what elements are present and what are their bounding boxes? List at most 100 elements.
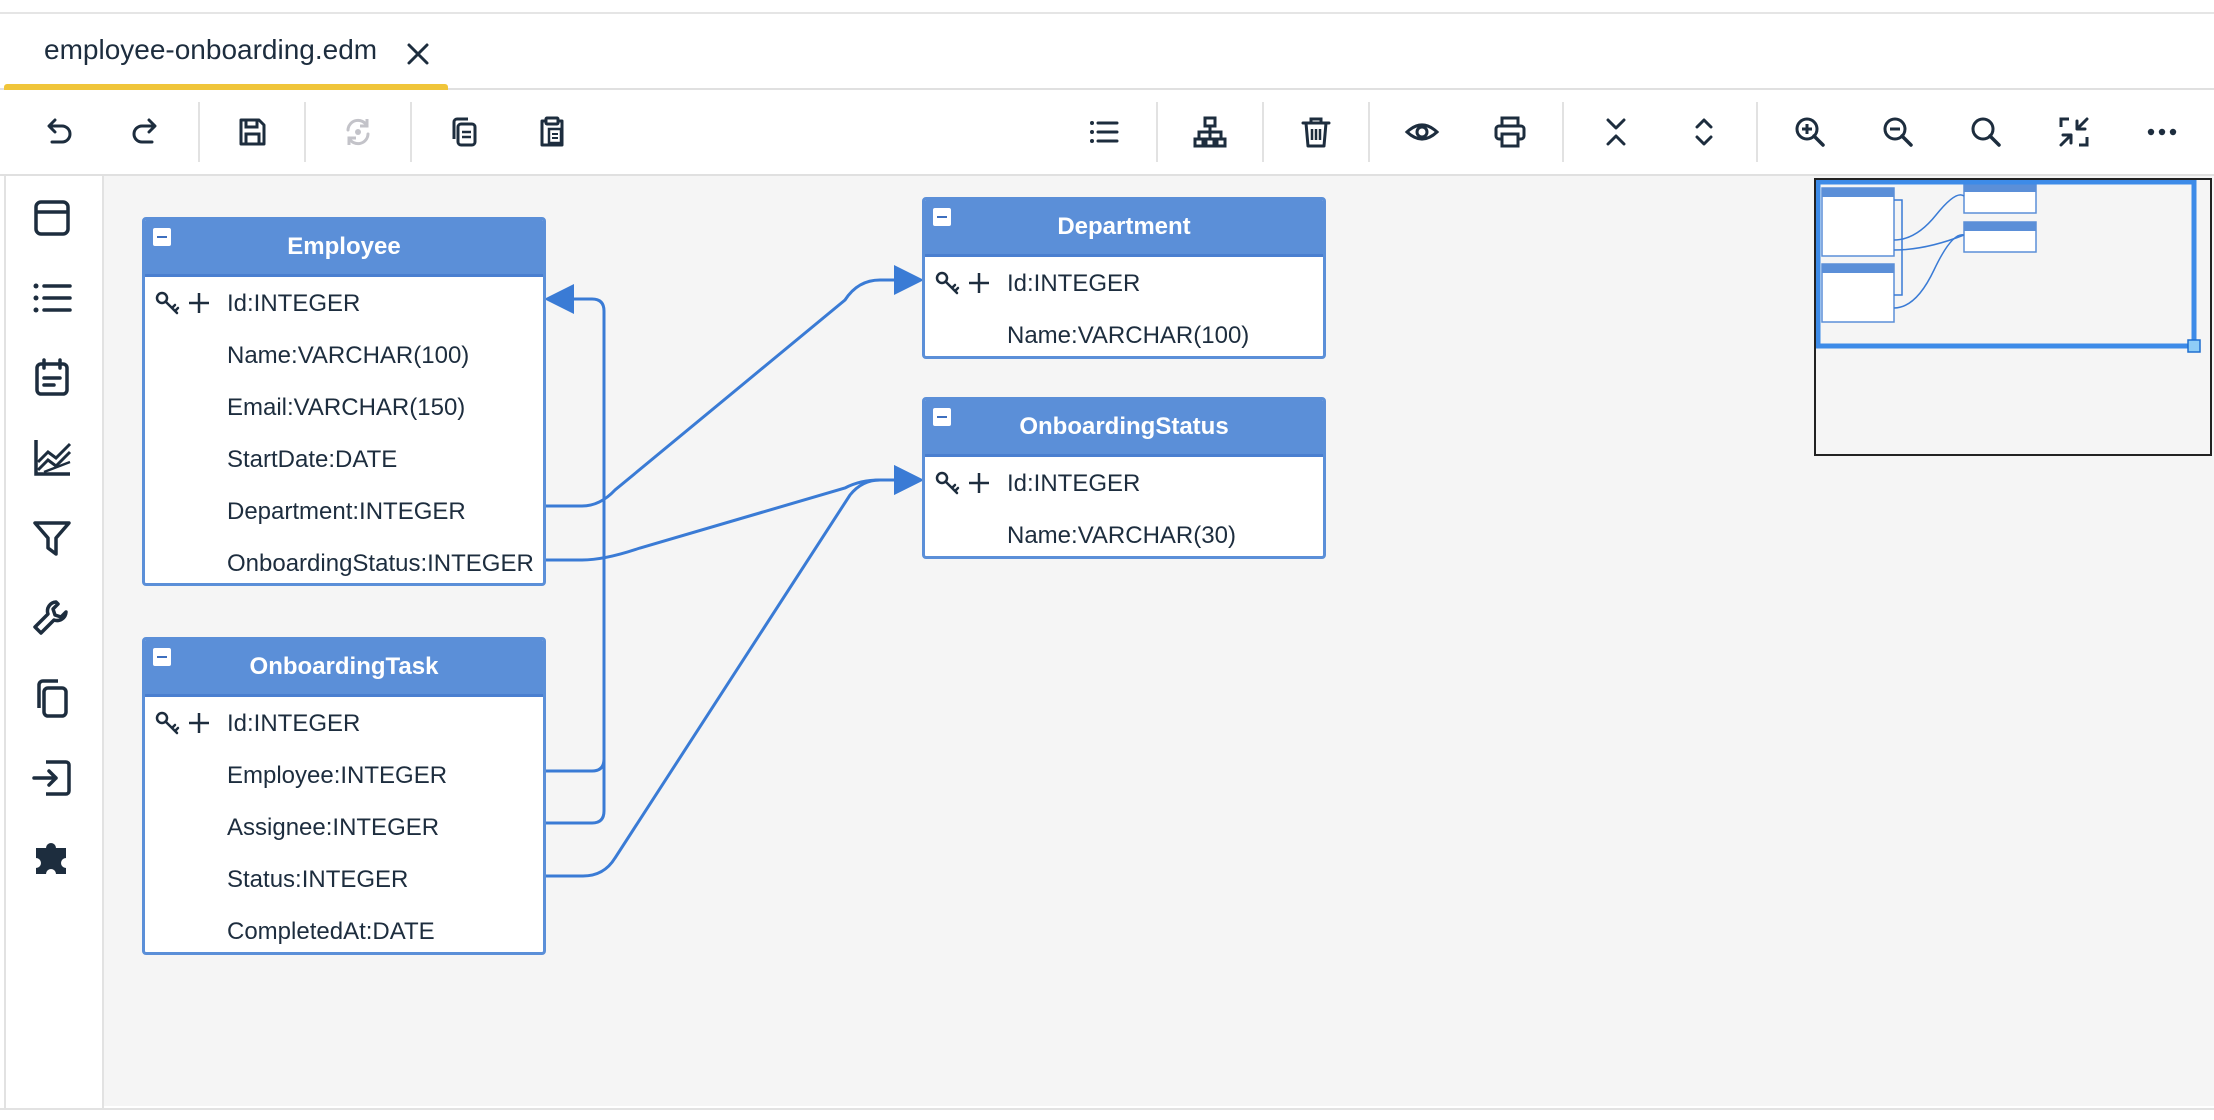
toolbar-separator xyxy=(198,102,200,162)
zoom-in-icon xyxy=(1795,117,1825,147)
top-border xyxy=(0,12,2214,14)
entity-field[interactable]: Name:VARCHAR(100) xyxy=(925,309,1323,356)
eye-icon xyxy=(1404,123,1440,141)
entity-field[interactable]: Name:VARCHAR(100) xyxy=(145,329,543,381)
field-label: Id:INTEGER xyxy=(227,290,361,317)
expand-all-button[interactable] xyxy=(1676,104,1732,160)
paste-button[interactable] xyxy=(524,104,580,160)
sidebar-item-chart[interactable] xyxy=(20,426,84,490)
entity-header[interactable]: Employee xyxy=(145,220,543,277)
toolbar xyxy=(0,90,2214,176)
field-label: Department:INTEGER xyxy=(227,498,466,525)
more-button[interactable] xyxy=(2134,104,2190,160)
regenerate-button[interactable] xyxy=(330,104,386,160)
collapse-toggle[interactable] xyxy=(153,648,171,666)
entity-field[interactable]: StartDate:DATE xyxy=(145,433,543,485)
import-icon xyxy=(32,760,71,796)
window-icon xyxy=(34,200,70,236)
trash-icon xyxy=(1301,117,1331,148)
field-label: Name:VARCHAR(100) xyxy=(1007,322,1250,349)
collapse-all-button[interactable] xyxy=(1588,104,1644,160)
delete-button[interactable] xyxy=(1288,104,1344,160)
key-icon xyxy=(935,271,960,295)
active-tab-indicator xyxy=(4,84,448,90)
sidebar-item-filter[interactable] xyxy=(20,506,84,570)
entity-field[interactable]: Employee:INTEGER xyxy=(145,749,543,801)
sidebar-item-import[interactable] xyxy=(20,746,84,810)
entity-field[interactable]: OnboardingStatus:INTEGER xyxy=(145,537,543,583)
plus-icon xyxy=(189,713,209,733)
sidebar-item-plugin[interactable] xyxy=(20,826,84,890)
field-label: Status:INTEGER xyxy=(227,866,409,893)
more-icon xyxy=(2147,128,2177,136)
print-button[interactable] xyxy=(1482,104,1538,160)
zoom-in-button[interactable] xyxy=(1782,104,1838,160)
calendar-icon xyxy=(35,358,69,396)
minimap-preview xyxy=(1815,179,2201,353)
entity-header[interactable]: OnboardingStatus xyxy=(925,400,1323,457)
field-label: Email:VARCHAR(150) xyxy=(227,394,466,421)
sidebar-edge xyxy=(4,176,6,1108)
paste-icon xyxy=(540,116,564,147)
undo-button[interactable] xyxy=(30,104,86,160)
entity-title: Employee xyxy=(287,233,401,260)
sidebar-item-entity[interactable] xyxy=(20,186,84,250)
hierarchy-button[interactable] xyxy=(1182,104,1238,160)
fit-to-screen-button[interactable] xyxy=(2046,104,2102,160)
plus-icon xyxy=(969,473,989,493)
entity-employee[interactable]: Employee Id:INTEGER Name:VARCHAR(100) Em… xyxy=(142,217,546,586)
field-label: Employee:INTEGER xyxy=(227,762,448,789)
entity-field[interactable]: Email:VARCHAR(150) xyxy=(145,381,543,433)
sidebar-item-list[interactable] xyxy=(20,266,84,330)
refresh-icon xyxy=(346,118,370,146)
entity-field[interactable]: Assignee:INTEGER xyxy=(145,801,543,853)
area-chart-icon xyxy=(34,440,72,476)
entity-field[interactable]: Id:INTEGER xyxy=(925,457,1323,509)
expand-icon xyxy=(1695,118,1713,146)
copy-button[interactable] xyxy=(436,104,492,160)
entity-field[interactable]: Status:INTEGER xyxy=(145,853,543,905)
sidebar-item-calendar[interactable] xyxy=(20,346,84,410)
sidebar-item-tools[interactable] xyxy=(20,586,84,650)
hierarchy-icon xyxy=(1193,116,1227,148)
entity-onboarding-task[interactable]: OnboardingTask Id:INTEGER Employee:INTEG… xyxy=(142,637,546,955)
entity-field[interactable]: CompletedAt:DATE xyxy=(145,905,543,952)
entity-field[interactable]: Department:INTEGER xyxy=(145,485,543,537)
plus-icon xyxy=(189,293,209,313)
left-sidebar xyxy=(0,176,104,1108)
entity-header[interactable]: OnboardingTask xyxy=(145,640,543,697)
key-icon xyxy=(155,291,180,315)
bottom-border xyxy=(0,1108,2214,1110)
entity-field[interactable]: Name:VARCHAR(30) xyxy=(925,509,1323,556)
minimap[interactable] xyxy=(1814,178,2212,456)
redo-button[interactable] xyxy=(118,104,174,160)
field-label: Id:INTEGER xyxy=(1007,470,1141,497)
entity-field[interactable]: Id:INTEGER xyxy=(145,697,543,749)
collapse-toggle[interactable] xyxy=(933,208,951,226)
close-icon[interactable] xyxy=(400,36,436,72)
editor-tab[interactable]: employee-onboarding.edm xyxy=(4,14,448,90)
field-label: Id:INTEGER xyxy=(227,710,361,737)
entity-onboarding-status[interactable]: OnboardingStatus Id:INTEGER Name:VARCHAR… xyxy=(922,397,1326,559)
entity-field[interactable]: Id:INTEGER xyxy=(925,257,1323,309)
list-icon xyxy=(1090,121,1119,143)
collapse-toggle[interactable] xyxy=(153,228,171,246)
field-label: StartDate:DATE xyxy=(227,446,398,473)
zoom-out-button[interactable] xyxy=(1870,104,1926,160)
search-icon xyxy=(1971,117,2001,147)
redo-icon xyxy=(132,118,157,144)
undo-icon xyxy=(47,118,72,144)
copy-icon xyxy=(452,117,477,147)
entity-header[interactable]: Department xyxy=(925,200,1323,257)
field-label: OnboardingStatus:INTEGER xyxy=(227,550,534,577)
key-icon xyxy=(935,471,960,495)
save-button[interactable] xyxy=(224,104,280,160)
preview-button[interactable] xyxy=(1394,104,1450,160)
sidebar-item-copy[interactable] xyxy=(20,666,84,730)
zoom-out-icon xyxy=(1883,117,1913,147)
list-view-button[interactable] xyxy=(1076,104,1132,160)
search-button[interactable] xyxy=(1958,104,2014,160)
collapse-toggle[interactable] xyxy=(933,408,951,426)
entity-field[interactable]: Id:INTEGER xyxy=(145,277,543,329)
entity-department[interactable]: Department Id:INTEGER Name:VARCHAR(100) xyxy=(922,197,1326,359)
